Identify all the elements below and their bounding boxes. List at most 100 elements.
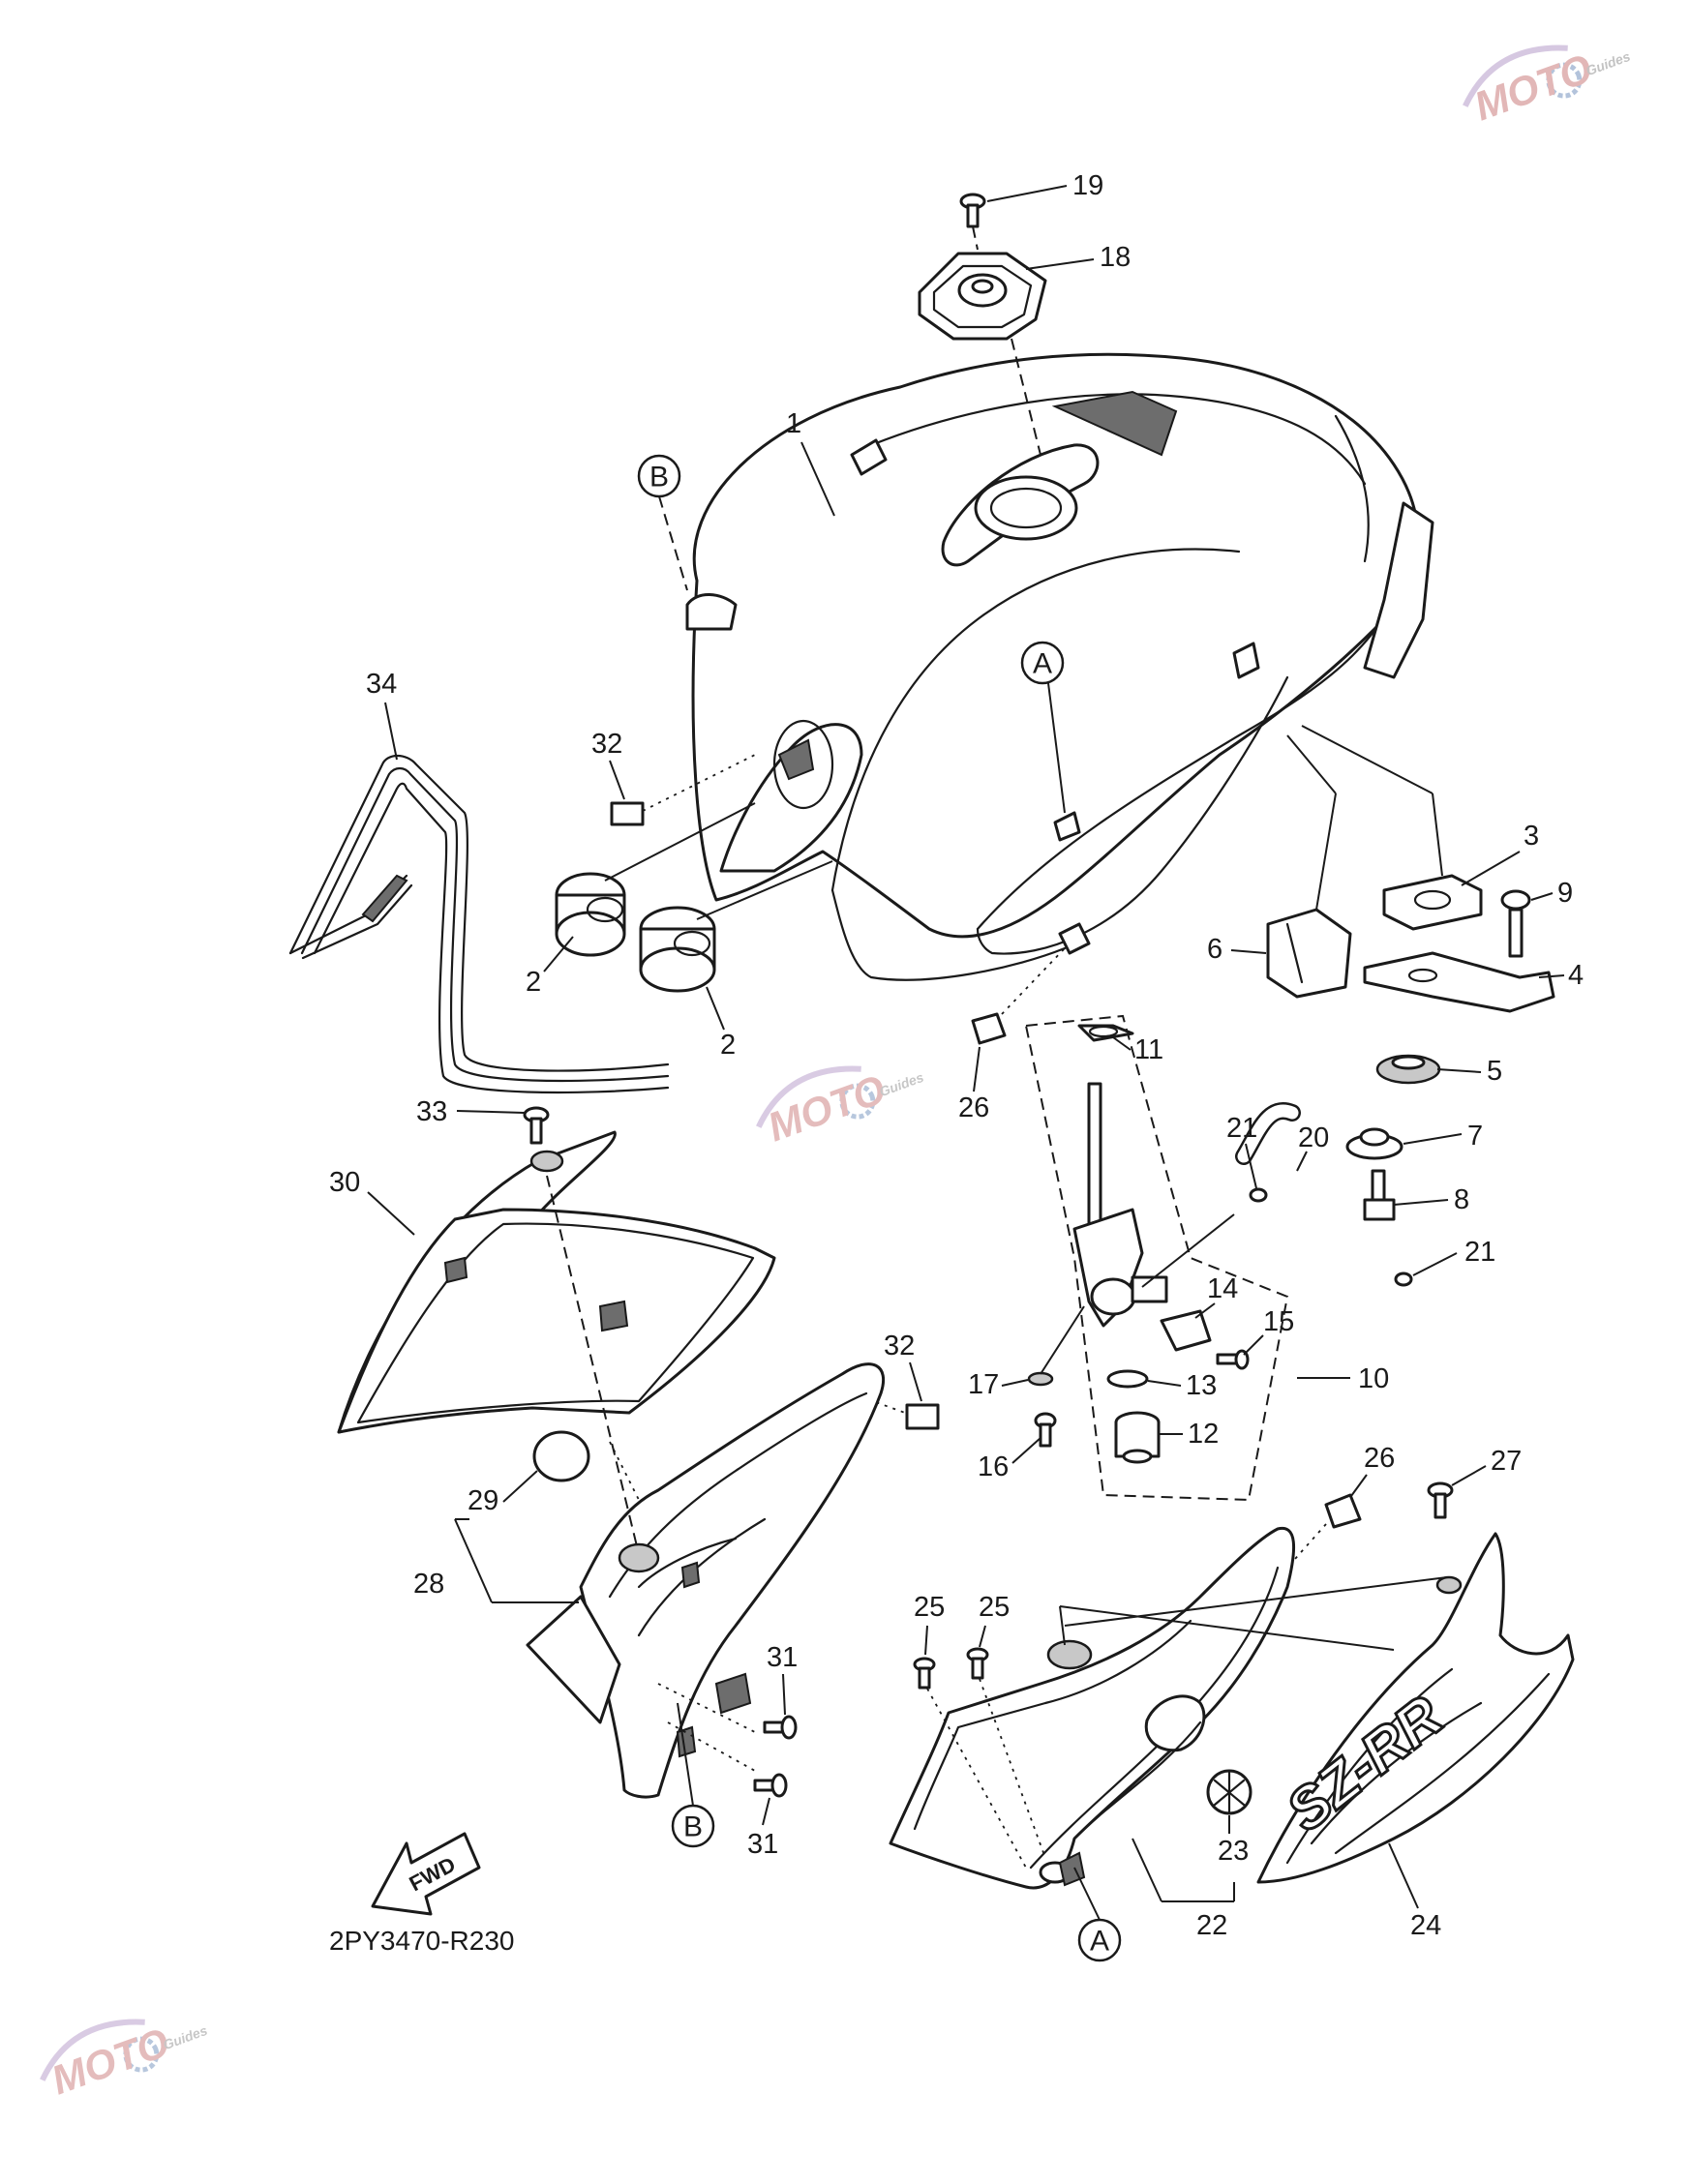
callout-8: 8: [1393, 1184, 1469, 1215]
callout-10: 10: [1297, 1363, 1389, 1394]
callout-6: 6: [1207, 934, 1267, 965]
leader-25b: [979, 1678, 1046, 1859]
part-number-18: 18: [1100, 242, 1131, 273]
ref-label: A: [1033, 648, 1052, 680]
part-number-31: 31: [747, 1829, 778, 1860]
callout-9: 9: [1530, 878, 1573, 909]
part-8-bolt: [1363, 1169, 1396, 1221]
part-26-clip-upper: [971, 1012, 1007, 1045]
part-number-12: 12: [1188, 1419, 1219, 1450]
ref-marker-a-top: A: [1020, 641, 1065, 685]
part-number-7: 7: [1467, 1121, 1483, 1152]
part-25-screw-right: [966, 1647, 989, 1680]
leader-2b: [696, 860, 833, 920]
part-number-22: 22: [1196, 1910, 1227, 1941]
part-number-25: 25: [979, 1592, 1010, 1623]
callout-18: 18: [1025, 242, 1131, 273]
part-number-6: 6: [1207, 934, 1222, 965]
part-34-rubber-seal: [288, 754, 670, 1094]
part-5-grommet: [1375, 1054, 1441, 1085]
part-20-hose: [1237, 1150, 1405, 1294]
part-6-damper: [1266, 908, 1352, 999]
leader-19-18: [972, 225, 979, 251]
part-number-14: 14: [1207, 1273, 1238, 1304]
callout-7: 7: [1403, 1121, 1483, 1152]
callout-21-upper: 21: [1226, 1113, 1257, 1189]
leader-tank-6: [1286, 734, 1337, 794]
callout-5: 5: [1436, 1056, 1502, 1087]
leader-22-a: [1059, 1605, 1066, 1646]
part-28-side-cover-left: [526, 1362, 886, 1799]
callout-25-left: 25: [914, 1592, 945, 1656]
leader-32-tank: [642, 754, 756, 812]
part-24-decal-cover: SZ-RR: [1256, 1532, 1575, 1884]
part-25-screw-left: [913, 1657, 936, 1690]
part-26-clip-lower: [1324, 1493, 1362, 1529]
callout-32-upper: 32: [591, 729, 625, 800]
watermark-wordmark: MOTO: [762, 1065, 891, 1150]
part-number-29: 29: [468, 1485, 498, 1516]
callout-16: 16: [978, 1437, 1041, 1482]
callout-26-lower: 26: [1350, 1443, 1395, 1497]
leader-2a: [604, 802, 756, 882]
callout-3: 3: [1461, 821, 1539, 886]
callout-28: 28: [413, 1518, 579, 1603]
leader-bracket-3: [1432, 793, 1443, 877]
part-16-screw: [1034, 1412, 1057, 1448]
part-21-clip-upper: [1249, 1187, 1268, 1203]
leader-33-28: [546, 1175, 638, 1547]
part-number-21: 21: [1226, 1113, 1257, 1144]
leader-ref-b-bottom: [677, 1702, 694, 1807]
callout-2-right: 2: [706, 986, 736, 1061]
watermark-wordmark: MOTO: [45, 2019, 175, 2103]
ref-marker-a-bottom: A: [1077, 1918, 1122, 1962]
part-22-side-cover-right: [889, 1526, 1296, 1890]
part-number-3: 3: [1524, 821, 1539, 852]
part-number-25: 25: [914, 1592, 945, 1623]
part-27-screw: [1427, 1481, 1454, 1519]
fwd-arrow: FWD: [371, 1832, 481, 1916]
part-number-26: 26: [1364, 1443, 1395, 1474]
leader-6: [1315, 793, 1337, 911]
part-number-27: 27: [1491, 1446, 1522, 1477]
part-number-34: 34: [366, 669, 397, 700]
part-number-32: 32: [591, 729, 622, 760]
leader-ref-b-top: [658, 495, 688, 591]
part-14-lever: [1160, 1309, 1212, 1352]
part-number-5: 5: [1487, 1056, 1502, 1087]
callout-12: 12: [1160, 1419, 1219, 1450]
part-number-17: 17: [968, 1369, 999, 1400]
part-number-24: 24: [1410, 1910, 1441, 1941]
leader-22-c: [1064, 1576, 1448, 1627]
callout-20: 20: [1296, 1122, 1329, 1172]
leader-17: [1040, 1305, 1085, 1375]
callout-24: 24: [1388, 1842, 1441, 1941]
watermark-subtext: Guides: [1584, 48, 1632, 78]
callout-4: 4: [1538, 960, 1584, 991]
leader-ref-a-top: [1047, 682, 1066, 814]
part-18-cap-plate: [918, 252, 1047, 341]
callout-21-lower: 21: [1412, 1237, 1495, 1276]
part-number-15: 15: [1263, 1306, 1294, 1337]
callout-25-right: 25: [979, 1592, 1010, 1648]
callout-30: 30: [329, 1167, 415, 1236]
part-31-screw-lower: [753, 1773, 788, 1798]
part-32-clip-upper: [610, 801, 645, 826]
callout-27: 27: [1451, 1446, 1522, 1486]
ref-label: B: [683, 1811, 703, 1843]
part-number-20: 20: [1298, 1122, 1329, 1153]
part-number-21: 21: [1464, 1237, 1495, 1268]
callout-31-lower: 31: [747, 1797, 778, 1860]
ref-label: B: [649, 462, 669, 494]
part-number-23: 23: [1218, 1836, 1249, 1867]
part-number-32: 32: [884, 1331, 915, 1361]
part-number-31: 31: [767, 1642, 798, 1673]
ref-marker-b-bottom: B: [671, 1804, 715, 1848]
part-number-1: 1: [786, 408, 801, 439]
part-number-2: 2: [526, 967, 541, 998]
part-number-13: 13: [1186, 1370, 1217, 1401]
leader-18-tank: [1011, 338, 1041, 456]
part-number-26: 26: [958, 1092, 989, 1123]
part-number-10: 10: [1358, 1363, 1389, 1394]
part-17-washer: [1027, 1371, 1054, 1387]
